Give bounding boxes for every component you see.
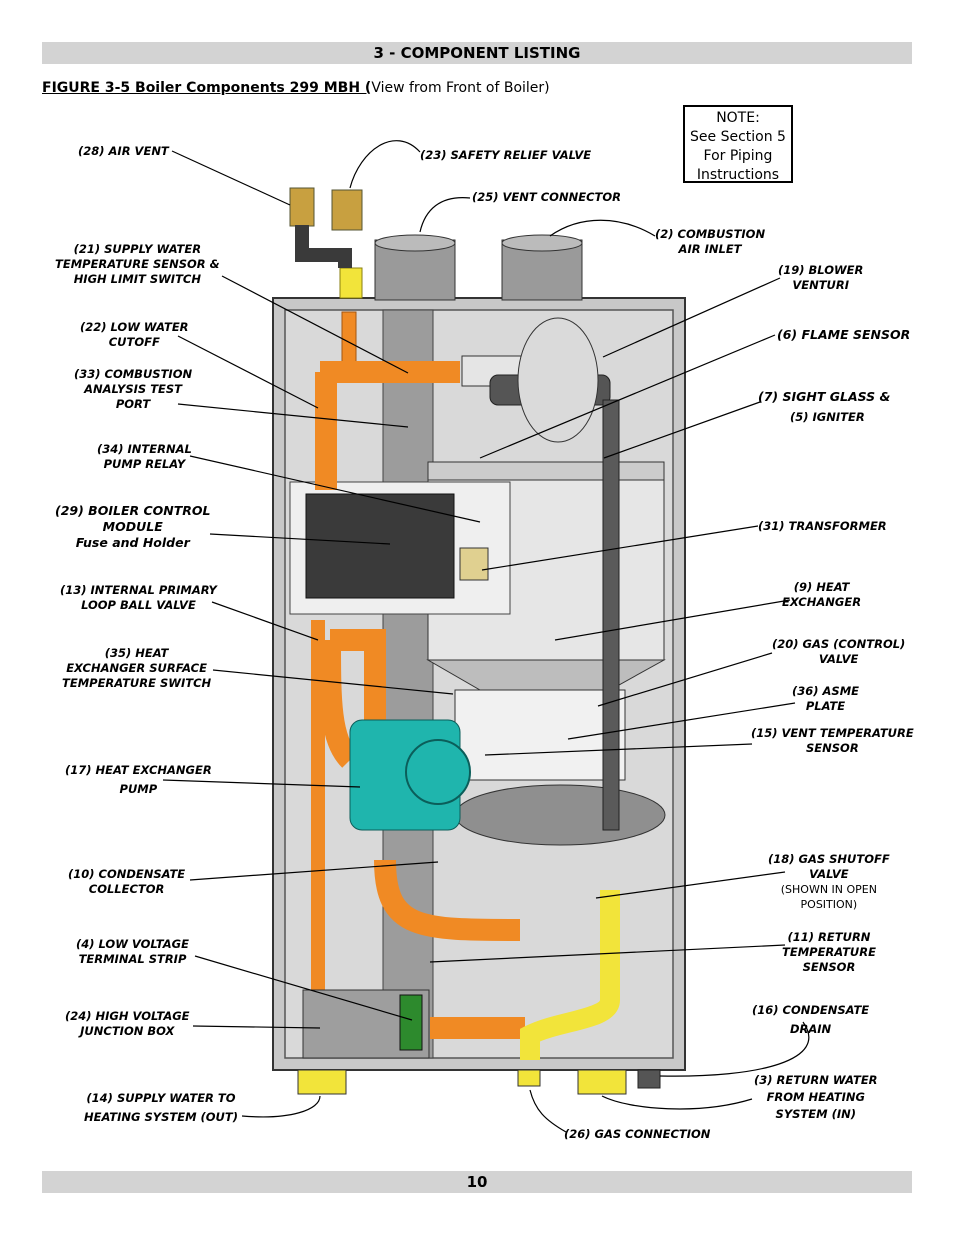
figure-caption: FIGURE 3-5 Boiler Components 299 MBH (Vi… — [42, 80, 550, 96]
label-air-vent: (28) AIR VENT — [78, 144, 169, 158]
air-vent-base — [339, 267, 363, 299]
section-header-bar: 3 - COMPONENT LISTING — [42, 42, 912, 64]
supply-out-connector — [297, 1069, 347, 1095]
label-flame-sensor: (6) FLAME SENSOR — [777, 327, 911, 342]
air-vent-body — [289, 187, 315, 227]
figure-title-rest: View from Front of Boiler) — [371, 80, 550, 96]
flue-pipe — [382, 309, 434, 1059]
section-title: 3 - COMPONENT LISTING — [373, 44, 581, 62]
figure-title: FIGURE 3-5 Boiler Components 299 MBH ( — [42, 80, 372, 96]
page-number: 10 — [466, 1173, 488, 1191]
gas-pipe — [602, 399, 620, 831]
note-box: NOTE: See Section 5 For Piping Instructi… — [683, 105, 793, 183]
footer-bar: 10 — [42, 1171, 912, 1193]
label-igniter: (5) IGNITER — [790, 410, 865, 424]
return-to-pump-pipe — [374, 859, 521, 941]
pump-motor — [405, 739, 471, 805]
note-line: For Piping — [703, 148, 773, 164]
blower-wheel — [517, 317, 599, 443]
gas-connection — [517, 1069, 541, 1087]
hx-top-flange — [427, 461, 665, 481]
note-line: Instructions — [696, 167, 780, 183]
return-in-connector — [577, 1069, 627, 1095]
low-voltage-terminal-strip — [399, 994, 423, 1051]
bypass-pipe — [319, 639, 359, 768]
label-sight-glass: (7) SIGHT GLASS & — [758, 389, 891, 404]
transformer-shape — [459, 547, 489, 581]
label-vent-connector: (25) VENT CONNECTOR — [472, 190, 621, 204]
yellow-return-pipe — [520, 890, 620, 1060]
note-line: NOTE: — [716, 110, 760, 126]
label-gas-control-valve: (20) GAS (CONTROL)VALVE — [772, 637, 906, 666]
label-transformer: (31) TRANSFORMER — [758, 519, 887, 533]
hx-lower — [454, 689, 626, 781]
relief-valve-body — [331, 189, 363, 231]
condensate-collector — [454, 784, 666, 846]
pump-inlet-pipe — [330, 629, 386, 720]
air-inlet-top — [501, 234, 583, 252]
vent-fitting — [295, 225, 352, 268]
vent-connector-top — [374, 234, 456, 252]
condensate-drain-fitting — [637, 1069, 661, 1089]
leader-lines — [162, 140, 810, 1133]
label-safety-relief-valve: (23) SAFETY RELIEF VALVE — [420, 148, 592, 162]
control-module — [305, 493, 455, 599]
note-line: See Section 5 — [690, 129, 786, 145]
label-gas-connection: (26) GAS CONNECTION — [564, 1127, 711, 1141]
